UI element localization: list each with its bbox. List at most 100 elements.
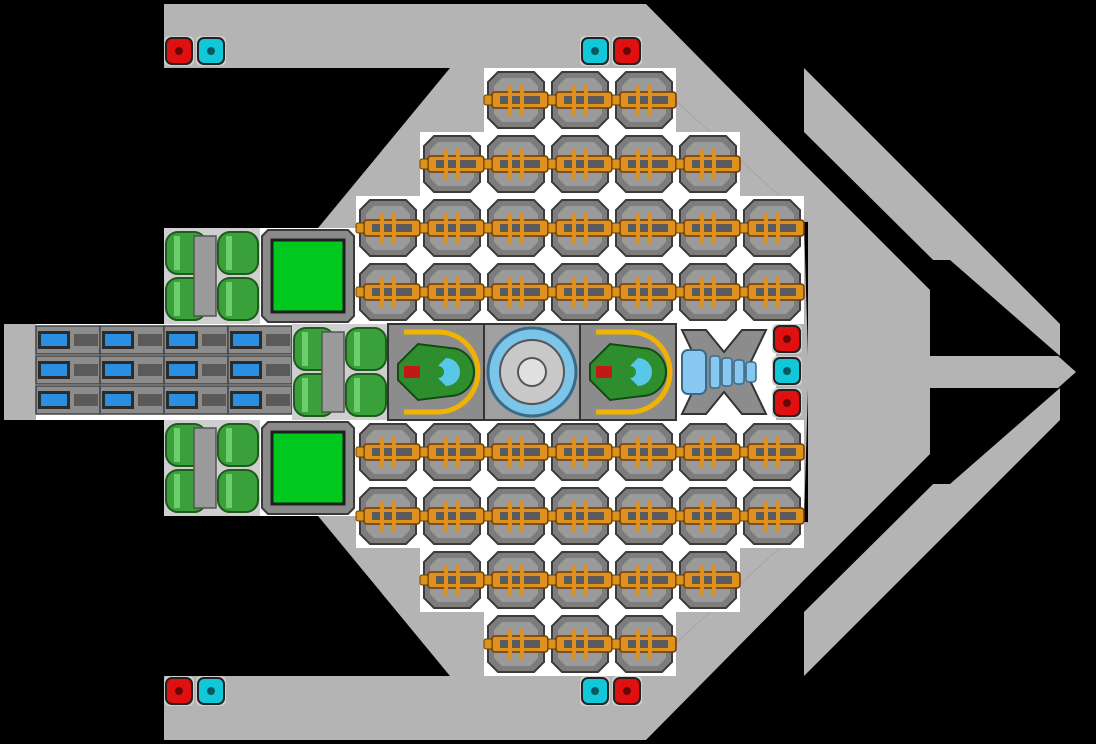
- cargo-module[interactable]: [261, 229, 355, 323]
- battery-connector: [266, 334, 290, 346]
- battery-module[interactable]: [163, 325, 229, 355]
- battery-module[interactable]: [35, 355, 101, 385]
- weapon-module[interactable]: [611, 263, 677, 321]
- cannon-band: [636, 85, 640, 115]
- weapon-module[interactable]: [547, 71, 613, 129]
- weapon-module[interactable]: [483, 423, 549, 481]
- red-light[interactable]: [772, 324, 802, 354]
- weapon-module[interactable]: [483, 263, 549, 321]
- weapon-module[interactable]: [739, 199, 805, 257]
- red-light[interactable]: [164, 36, 194, 66]
- weapon-module[interactable]: [355, 263, 421, 321]
- weapon-module[interactable]: [739, 487, 805, 545]
- cannon-breech: [547, 158, 557, 170]
- weapon-module[interactable]: [547, 263, 613, 321]
- weapon-module[interactable]: [611, 135, 677, 193]
- weapon-module[interactable]: [611, 423, 677, 481]
- weapon-module[interactable]: [547, 615, 613, 673]
- cannon-band: [508, 565, 512, 595]
- weapon-module[interactable]: [355, 487, 421, 545]
- cannon-breech: [483, 510, 493, 522]
- weapon-module[interactable]: [419, 551, 485, 609]
- battery-module[interactable]: [99, 355, 165, 385]
- generator-module[interactable]: [164, 420, 260, 516]
- battery-module[interactable]: [163, 355, 229, 385]
- cockpit-module[interactable]: [387, 323, 485, 421]
- battery-module[interactable]: [99, 325, 165, 355]
- weapon-module[interactable]: [419, 135, 485, 193]
- cannon-breech: [483, 286, 493, 298]
- battery-icon: [41, 394, 67, 406]
- weapon-module[interactable]: [739, 263, 805, 321]
- cyan-light[interactable]: [580, 36, 610, 66]
- generator-module[interactable]: [292, 324, 388, 420]
- battery-module[interactable]: [227, 385, 293, 415]
- weapon-module[interactable]: [483, 199, 549, 257]
- cannon-breech: [547, 510, 557, 522]
- cannon-band: [380, 501, 384, 531]
- cannon-band: [636, 213, 640, 243]
- weapon-module[interactable]: [547, 199, 613, 257]
- red-light[interactable]: [612, 36, 642, 66]
- battery-module[interactable]: [227, 325, 293, 355]
- weapon-module[interactable]: [611, 551, 677, 609]
- weapon-module[interactable]: [419, 487, 485, 545]
- tank-highlight: [226, 474, 232, 508]
- weapon-module[interactable]: [355, 199, 421, 257]
- weapon-module[interactable]: [483, 551, 549, 609]
- weapon-module[interactable]: [483, 71, 549, 129]
- gyroscope-module[interactable]: [483, 323, 581, 421]
- battery-module[interactable]: [99, 385, 165, 415]
- weapon-module[interactable]: [675, 135, 741, 193]
- battery-module[interactable]: [227, 355, 293, 385]
- battery-module[interactable]: [35, 325, 101, 355]
- battery-module[interactable]: [163, 385, 229, 415]
- weapon-module[interactable]: [547, 551, 613, 609]
- cyan-light[interactable]: [196, 676, 226, 706]
- cargo-module[interactable]: [261, 421, 355, 515]
- weapon-module[interactable]: [739, 423, 805, 481]
- cannon-breech: [675, 574, 685, 586]
- cyan-light[interactable]: [772, 356, 802, 386]
- weapon-module[interactable]: [675, 551, 741, 609]
- light-lens: [783, 399, 791, 407]
- weapon-module[interactable]: [675, 199, 741, 257]
- cannon-breech: [547, 574, 557, 586]
- weapon-module[interactable]: [547, 487, 613, 545]
- generator-module[interactable]: [164, 228, 260, 324]
- weapon-module[interactable]: [419, 423, 485, 481]
- weapon-module[interactable]: [611, 71, 677, 129]
- cannon-breech: [739, 222, 749, 234]
- weapon-module[interactable]: [483, 487, 549, 545]
- weapon-module[interactable]: [611, 487, 677, 545]
- cyan-light[interactable]: [196, 36, 226, 66]
- cargo-icon: [270, 430, 346, 506]
- weapon-module[interactable]: [611, 199, 677, 257]
- weapon-module[interactable]: [675, 263, 741, 321]
- weapon-module[interactable]: [611, 615, 677, 673]
- weapon-module[interactable]: [675, 487, 741, 545]
- cannon-breech: [355, 222, 365, 234]
- battery-module[interactable]: [35, 385, 101, 415]
- weapon-module[interactable]: [547, 423, 613, 481]
- cannon-band: [712, 565, 716, 595]
- red-light[interactable]: [164, 676, 194, 706]
- weapon-module[interactable]: [419, 199, 485, 257]
- cockpit-module[interactable]: [579, 323, 677, 421]
- weapon-module[interactable]: [419, 263, 485, 321]
- cannon-band: [572, 629, 576, 659]
- weapon-module[interactable]: [483, 135, 549, 193]
- cannon-band: [456, 565, 460, 595]
- battery-connector: [74, 364, 98, 376]
- weapon-module[interactable]: [547, 135, 613, 193]
- weapon-module[interactable]: [675, 423, 741, 481]
- red-light[interactable]: [772, 388, 802, 418]
- cyan-light[interactable]: [580, 676, 610, 706]
- weapon-module[interactable]: [483, 615, 549, 673]
- cannon-band: [712, 437, 716, 467]
- red-light[interactable]: [612, 676, 642, 706]
- light-lens: [207, 47, 215, 55]
- weapon-module[interactable]: [355, 423, 421, 481]
- thruster-module[interactable]: [680, 329, 768, 415]
